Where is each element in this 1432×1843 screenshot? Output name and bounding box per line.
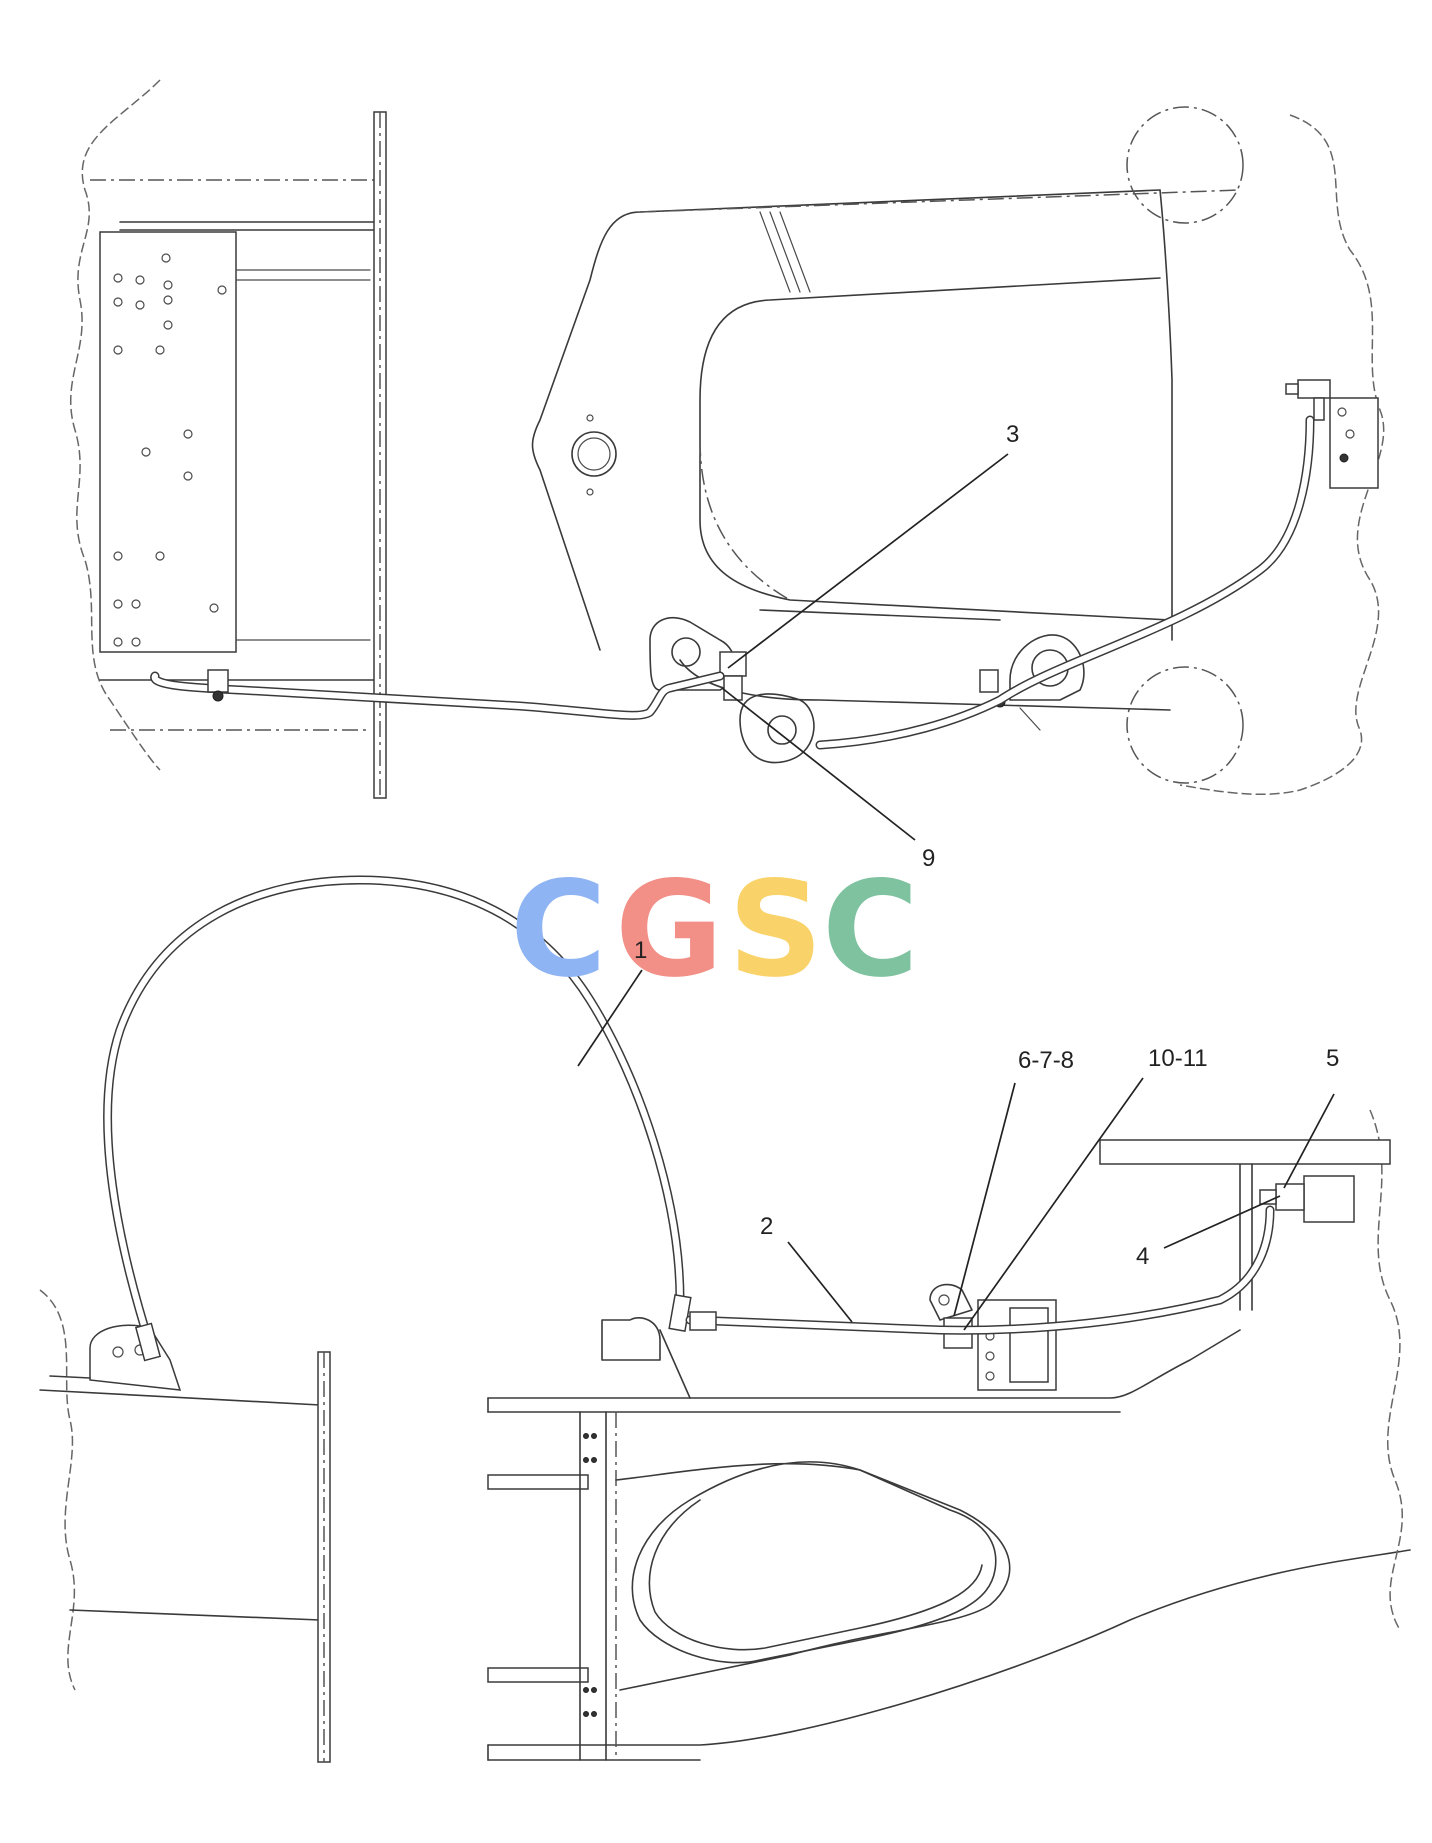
watermark-letter-s: S [728, 853, 823, 1007]
callout-4: 4 [1136, 1243, 1149, 1270]
callout-3: 3 [1006, 421, 1019, 448]
pin-bore-left [571, 431, 617, 477]
hose-top-route [150, 415, 1315, 750]
left-hose-bracket [89, 1324, 182, 1391]
watermark-logo: C G S C [510, 853, 919, 1007]
callout-6-7-8: 6-7-8 [1018, 1047, 1074, 1074]
upper-right-bracket [1099, 1139, 1391, 1165]
valve-block-top [1329, 397, 1379, 489]
callout-9: 9 [922, 845, 935, 872]
pin-bore-lower-right [1126, 666, 1244, 784]
valve-block-bottom [1303, 1175, 1355, 1223]
hose-1-arc [103, 875, 685, 1350]
hose-2-route [685, 1205, 1275, 1335]
frame-inner-loop [631, 1461, 997, 1664]
callout-labels: 3 9 1 2 6-7-8 10-11 4 5 [634, 421, 1339, 1270]
plate-holes [113, 253, 227, 647]
top-view [70, 79, 1385, 799]
watermark-letter-c2: C [822, 853, 919, 1007]
bracket-right [1009, 634, 1085, 701]
left-mounting-plate [99, 231, 237, 653]
callout-2: 2 [760, 1213, 773, 1240]
callout-1: 1 [634, 937, 647, 964]
pin-bore-upper-right [1126, 106, 1244, 224]
hose-end-mount [601, 1316, 661, 1361]
callout-leaders [577, 453, 1335, 1331]
bottom-view [39, 875, 1411, 1763]
watermark-letter-c1: C [510, 853, 607, 1007]
callout-10-11: 10-11 [1148, 1045, 1208, 1072]
callout-5: 5 [1326, 1045, 1339, 1072]
watermark-letter-g: G [615, 853, 723, 1007]
